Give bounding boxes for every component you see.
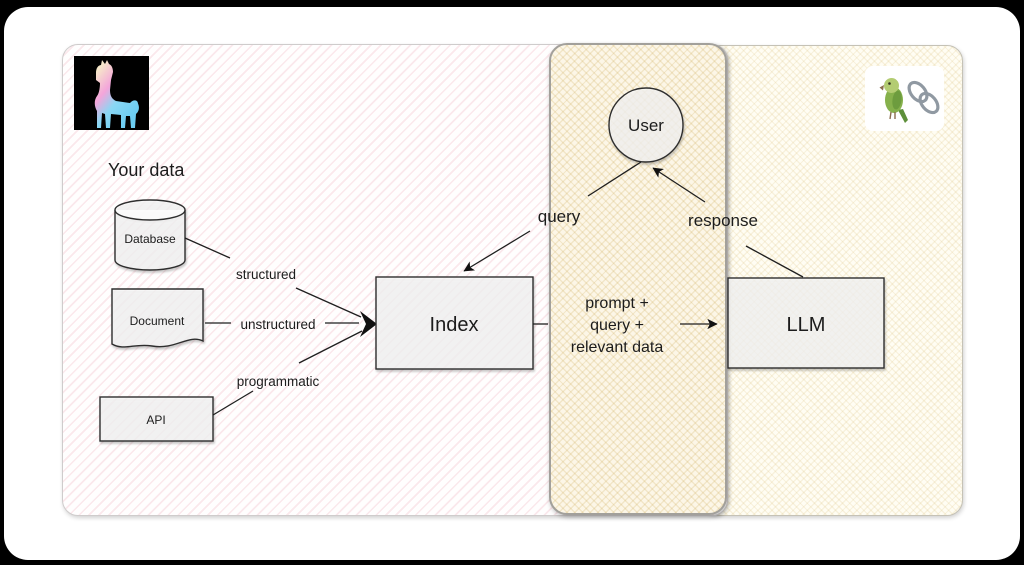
payload-line-2: query + [590,317,644,334]
chain-icon [907,80,940,115]
llm-label: LLM [787,314,826,336]
payload-line-1: prompt + [585,295,649,312]
api-label: API [146,413,165,427]
index-arrowhead-icon [360,311,377,337]
query-edge-a [587,161,642,197]
langchain-logo [865,66,944,131]
response-edge-b [745,245,804,278]
document-label: Document [130,314,185,328]
user-node [608,87,684,163]
response-edge-a [652,167,706,203]
parrot-icon [879,78,908,123]
structured-label: structured [236,267,296,282]
document-node [111,288,204,348]
structured-edge-b [295,287,362,318]
database-node [114,199,186,271]
database-label: Database [124,232,176,246]
programmatic-edge-b [298,330,363,364]
payload-line-3: relevant data [571,339,664,356]
index-label: Index [430,314,479,336]
llama-icon [74,56,149,130]
programmatic-label: programmatic [237,374,320,389]
structured-edge-a [184,237,231,259]
langchain-logo-art [879,78,940,123]
api-node [99,396,214,442]
unstructured-label: unstructured [240,317,315,332]
programmatic-edge-a [212,390,254,416]
query-label: query [538,207,581,226]
index-node [375,276,534,370]
llamaindex-logo [74,56,149,130]
llm-node [727,277,885,369]
query-edge-b [463,230,531,272]
your-data-title: Your data [108,160,185,180]
user-label: User [628,116,664,135]
response-label: response [688,211,758,230]
